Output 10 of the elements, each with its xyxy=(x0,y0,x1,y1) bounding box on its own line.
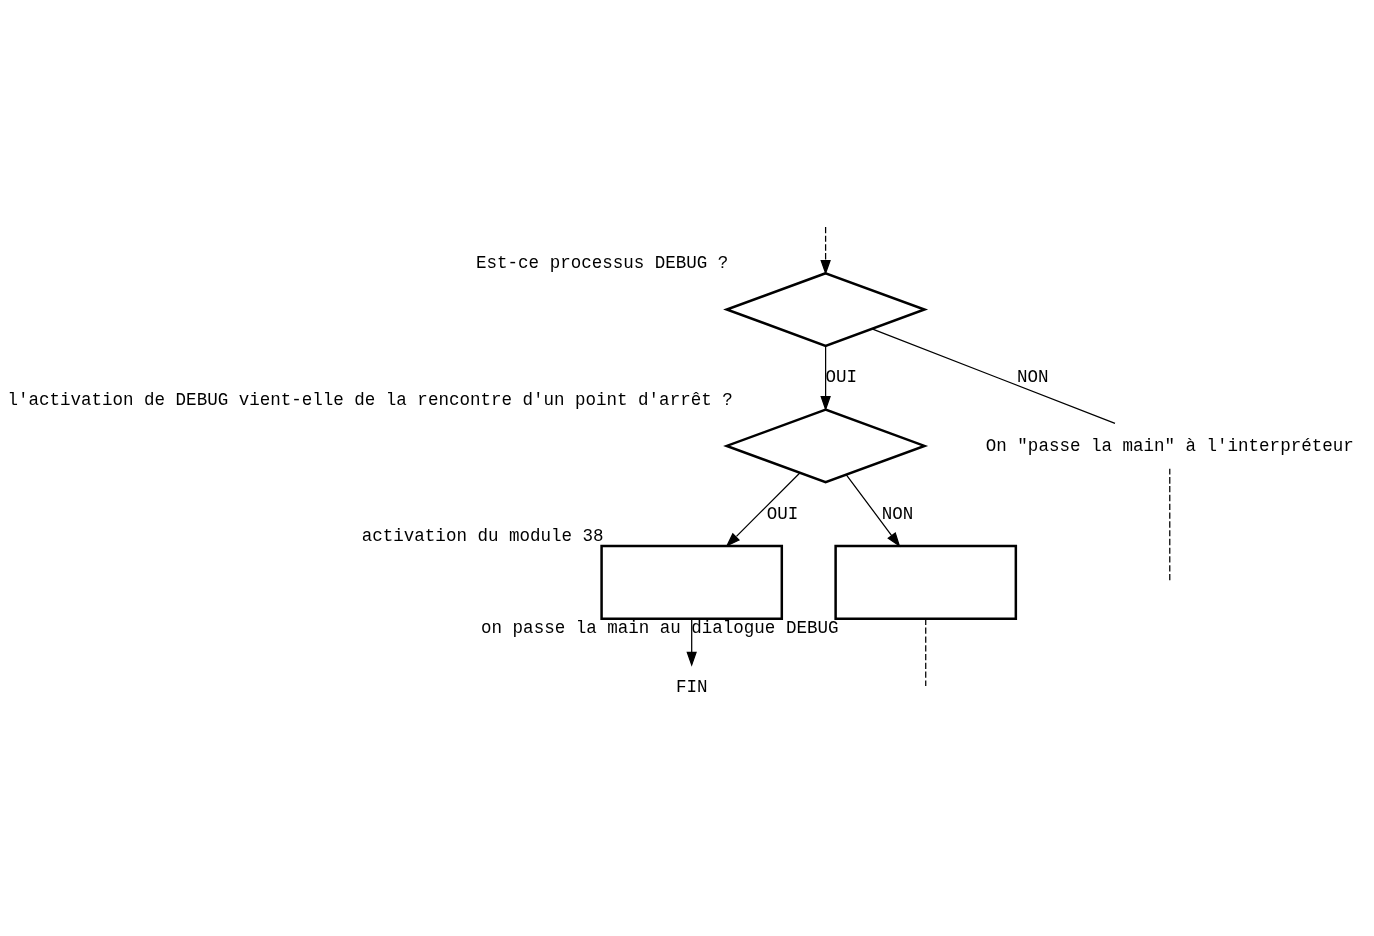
node-text: FIN xyxy=(675,677,708,698)
edge-label: OUI xyxy=(825,367,858,388)
node-label: Est-ce processus DEBUG ? xyxy=(476,253,729,274)
node-label: on passe la main au dialogue DEBUG xyxy=(481,617,839,638)
edge-label: OUI xyxy=(766,503,799,524)
node-label: activation du module 38 xyxy=(361,526,604,547)
edge-label: NON xyxy=(881,503,914,524)
node-label: l'activation de DEBUG vient-elle de la rencontre d'un point d'arrêt ? xyxy=(7,389,733,410)
node-text: On "passe la main" à l'interpréteur xyxy=(985,435,1354,456)
edge-label: NON xyxy=(1016,367,1049,388)
